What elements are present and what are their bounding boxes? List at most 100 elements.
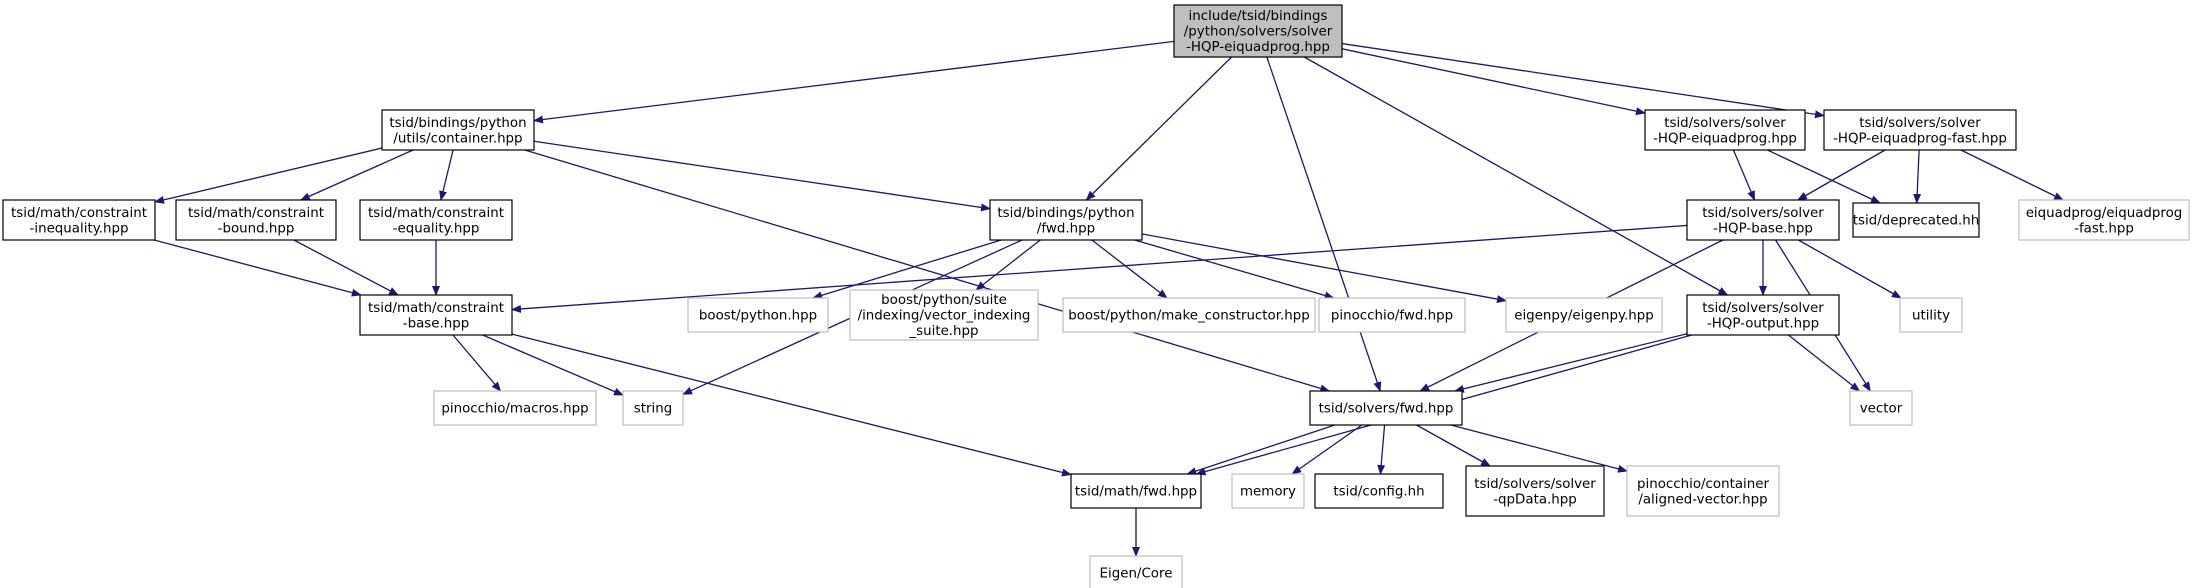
node-label-line: -HQP-output.hpp	[1707, 316, 1819, 331]
node-label-line: tsid/solvers/solver	[1664, 116, 1786, 131]
node-alignedvec[interactable]: pinocchio/container/aligned-vector.hpp	[1626, 465, 1780, 517]
node-box	[1505, 297, 1663, 333]
node-box	[1465, 465, 1605, 517]
edge-cbase-to-pinmacros	[452, 334, 502, 392]
node-eigencore[interactable]: Eigen/Core	[1089, 555, 1183, 588]
node-box	[359, 199, 513, 241]
node-label-line: _suite.hpp	[908, 324, 978, 339]
node-label-line: tsid/config.hh	[1333, 485, 1424, 500]
node-label-line: /aligned-vector.hpp	[1638, 492, 1767, 507]
node-box	[1899, 297, 1963, 333]
edge-bindfwd-to-pinfwd	[1134, 239, 1335, 300]
node-hqpeiq[interactable]: tsid/solvers/solver-HQP-eiquadprog.hpp	[1644, 109, 1806, 151]
node-string[interactable]: string	[622, 390, 684, 426]
edge-solversfwd-to-memory	[1291, 424, 1363, 475]
node-label-line: tsid/solvers/solver	[1702, 206, 1824, 221]
node-root[interactable]: include/tsid/bindings/python/solvers/sol…	[1173, 4, 1343, 58]
edge-root-to-container	[533, 40, 1175, 124]
node-label-line: /fwd.hpp	[1037, 221, 1095, 236]
node-cbase[interactable]: tsid/math/constraint-base.hpp	[359, 294, 513, 336]
node-eigenpy[interactable]: eigenpy/eigenpy.hpp	[1505, 297, 1663, 333]
node-label-line: -HQP-eiquadprog.hpp	[1653, 131, 1797, 146]
node-label-line: eigenpy/eigenpy.hpp	[1514, 309, 1654, 324]
node-mathfwd[interactable]: tsid/math/fwd.hpp	[1070, 473, 1202, 509]
edge-root-to-solversfwd	[1266, 56, 1382, 392]
node-utility[interactable]: utility	[1899, 297, 1963, 333]
edge-container-to-cineq	[154, 147, 383, 204]
edge-cineq-to-cbase	[153, 239, 362, 297]
node-label-line: tsid/math/constraint	[188, 206, 324, 221]
node-box	[2, 199, 156, 241]
node-pinfwd[interactable]: pinocchio/fwd.hpp	[1318, 297, 1466, 333]
node-container[interactable]: tsid/bindings/python/utils/container.hpp	[381, 109, 535, 151]
node-label-line: -base.hpp	[403, 316, 470, 331]
node-label-line: eiquadprog/eiquadprog	[2026, 206, 2183, 221]
node-label-line: -HQP-eiquadprog.hpp	[1186, 40, 1330, 55]
node-label-line: -HQP-base.hpp	[1713, 221, 1813, 236]
node-box	[687, 297, 829, 333]
node-box	[989, 199, 1143, 241]
node-label-line: /python/solvers/solver	[1184, 25, 1333, 40]
node-memory[interactable]: memory	[1231, 473, 1305, 509]
node-box	[849, 289, 1039, 341]
edge-hqpeiq-to-deprecated	[1767, 149, 1881, 204]
node-label-line: tsid/bindings/python	[997, 206, 1134, 221]
node-box	[1852, 202, 1980, 238]
edge-hqpbase-to-utility	[1798, 239, 1902, 299]
node-label-line: tsid/solvers/solver	[1702, 301, 1824, 316]
edge-root-to-bindfwd	[1085, 56, 1233, 201]
edge-hqpeiqfast-to-eiqfast	[1960, 149, 2065, 201]
node-box	[381, 109, 535, 151]
node-label-line: include/tsid/bindings	[1189, 9, 1328, 24]
node-label-line: tsid/math/constraint	[11, 206, 147, 221]
node-pinmacros[interactable]: pinocchio/macros.hpp	[433, 390, 597, 426]
edges-layer	[153, 40, 2065, 557]
edge-solversfwd-to-alignedvec	[1450, 424, 1628, 473]
node-hqpeiqfast[interactable]: tsid/solvers/solver-HQP-eiquadprog-fast.…	[1823, 109, 2017, 151]
node-label-line: boost/python/suite	[881, 293, 1007, 308]
edge-solversfwd-to-config	[1377, 424, 1386, 475]
node-config[interactable]: tsid/config.hh	[1314, 473, 1444, 509]
node-box	[1089, 555, 1183, 588]
node-label-line: tsid/math/fwd.hpp	[1075, 485, 1197, 500]
node-deprecated[interactable]: tsid/deprecated.hh	[1852, 202, 1980, 238]
node-label-line: Eigen/Core	[1100, 567, 1173, 582]
edge-root-to-hqpeiq	[1341, 48, 1646, 116]
node-cineq[interactable]: tsid/math/constraint-inequality.hpp	[2, 199, 156, 241]
node-box	[1309, 390, 1463, 426]
node-hqpbase[interactable]: tsid/solvers/solver-HQP-base.hpp	[1686, 199, 1840, 241]
node-box	[359, 294, 513, 336]
node-label-line: tsid/solvers/solver	[1859, 116, 1981, 131]
node-boostpy[interactable]: boost/python.hpp	[687, 297, 829, 333]
edge-hqpeiqfast-to-deprecated	[1913, 149, 1922, 204]
node-eiqfast[interactable]: eiquadprog/eiquadprog-fast.hpp	[2018, 199, 2190, 241]
node-box	[1173, 4, 1343, 58]
edge-bindfwd-to-makecons	[1091, 239, 1168, 299]
node-vecidx[interactable]: boost/python/suite/indexing/vector_index…	[849, 289, 1039, 341]
node-label-line: -bound.hpp	[218, 221, 295, 236]
node-bindfwd[interactable]: tsid/bindings/python/fwd.hpp	[989, 199, 1143, 241]
node-label-line: pinocchio/container	[1637, 477, 1769, 492]
node-cbound[interactable]: tsid/math/constraint-bound.hpp	[175, 199, 337, 241]
node-qpdata[interactable]: tsid/solvers/solver-qpData.hpp	[1465, 465, 1605, 517]
node-vector[interactable]: vector	[1849, 390, 1913, 426]
node-label-line: -fast.hpp	[2074, 221, 2134, 236]
node-label-line: utility	[1912, 309, 1950, 324]
node-box	[1318, 297, 1466, 333]
edge-container-to-bindfwd	[533, 140, 991, 212]
edge-container-to-solversfwd	[524, 149, 1331, 393]
edge-bindfwd-to-eigenpy	[1141, 233, 1507, 304]
node-box	[622, 390, 684, 426]
node-box	[1644, 109, 1806, 151]
edge-solversfwd-to-qpdata	[1416, 424, 1491, 467]
node-solversfwd[interactable]: tsid/solvers/fwd.hpp	[1309, 390, 1463, 426]
node-ceq[interactable]: tsid/math/constraint-equality.hpp	[359, 199, 513, 241]
node-label-line: -equality.hpp	[393, 221, 480, 236]
node-label-line: -HQP-eiquadprog-fast.hpp	[1833, 131, 2007, 146]
node-makecons[interactable]: boost/python/make_constructor.hpp	[1062, 297, 1316, 333]
node-label-line: vector	[1860, 402, 1903, 417]
edge-hqpeiq-to-hqpbase	[1732, 149, 1756, 201]
node-hqpout[interactable]: tsid/solvers/solver-HQP-output.hpp	[1686, 294, 1840, 336]
node-label-line: boost/python/make_constructor.hpp	[1068, 309, 1310, 324]
